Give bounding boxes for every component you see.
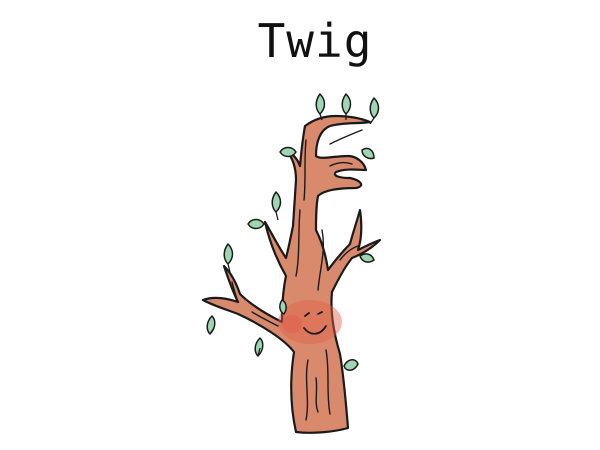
cheek-blush: [278, 300, 342, 344]
leaves: [206, 93, 380, 371]
leaf-icon: [279, 146, 297, 158]
bark-texture: [231, 129, 363, 421]
leaf-icon: [361, 147, 375, 160]
leaf-icon: [247, 218, 265, 230]
leaf-icon: [271, 191, 282, 213]
face-icon: [303, 311, 327, 335]
tree-trunk: [201, 114, 382, 434]
leaf-icon: [369, 97, 380, 119]
leaf-icon: [279, 299, 287, 315]
leaf-icon: [206, 315, 216, 335]
leaf-icon: [343, 359, 359, 371]
leaf-stems: [209, 113, 375, 357]
left-cheek: [282, 315, 302, 333]
leaf-icon: [359, 253, 375, 263]
leaf-icon: [315, 93, 326, 115]
page-title: Twig: [257, 14, 373, 68]
leaf-icon: [341, 93, 352, 115]
leaf-icon: [223, 243, 234, 265]
